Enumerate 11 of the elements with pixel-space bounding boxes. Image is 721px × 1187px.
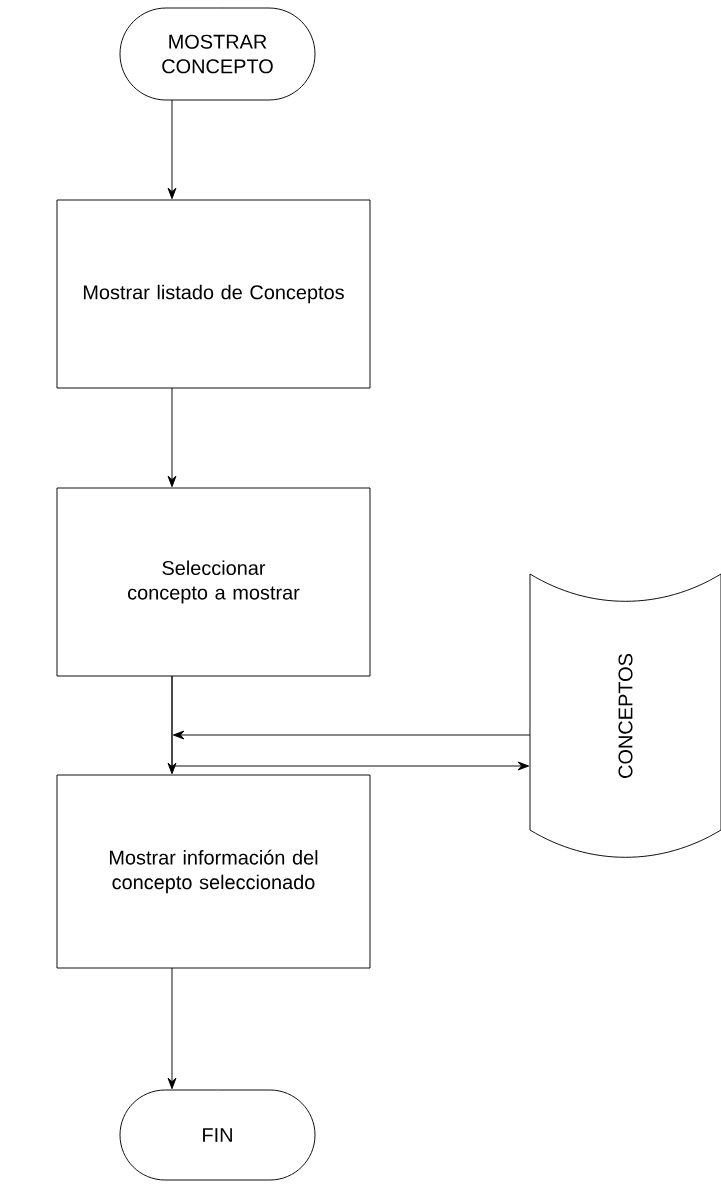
process-box: Mostrar información del concepto seleccionado — [56, 774, 371, 969]
arrow — [167, 967, 177, 1090]
arrow — [172, 730, 531, 740]
arrow — [167, 99, 177, 200]
arrow — [167, 387, 177, 488]
process-box: Mostrar listado de Conceptos — [56, 199, 371, 389]
storage-cylinder: CONCEPTOS — [529, 573, 721, 858]
terminal-box: MOSTRAR CONCEPTO — [119, 7, 316, 101]
terminal-box: FIN — [119, 1089, 316, 1181]
process-box: Seleccionar concepto a mostrar — [56, 487, 371, 677]
arrow — [167, 675, 177, 775]
